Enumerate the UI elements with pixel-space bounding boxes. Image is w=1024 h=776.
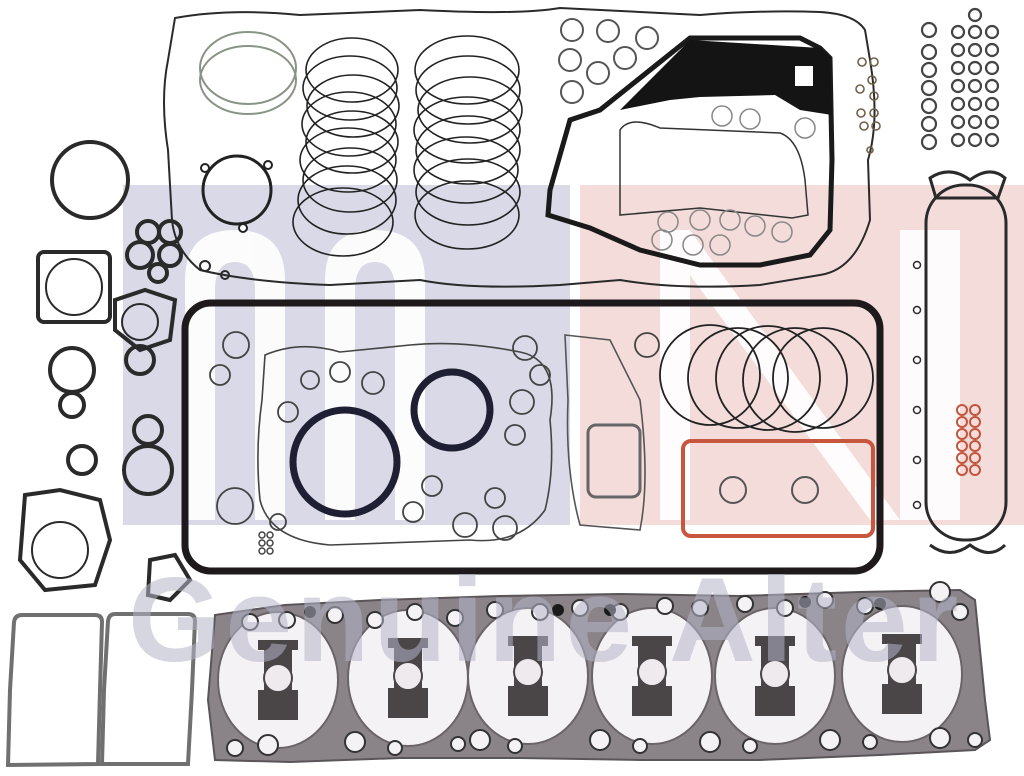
- tiny-ring-cluster: [258, 531, 274, 555]
- liner-o-rings: [659, 324, 874, 433]
- inspection-cover-gaskets: [5, 612, 198, 768]
- front-crank-seal: [410, 368, 494, 452]
- o-ring-column: [920, 21, 938, 151]
- watermark-text: Genuine Alter: [128, 553, 963, 687]
- piston-ring-stack-left: [292, 37, 400, 257]
- oil-pan-gasket: [181, 299, 884, 575]
- rear-crank-seal: [289, 406, 401, 518]
- red-rocker-gasket: [681, 439, 875, 538]
- o-ring-grid: [950, 7, 1000, 148]
- piston-ring-stack-right: [413, 35, 523, 250]
- flywheel-housing-gasket: [257, 342, 553, 546]
- small-o-rings-top: [558, 18, 659, 104]
- tiny-bronze-rings: [855, 57, 881, 154]
- left-small-gaskets: [17, 140, 193, 603]
- round-flange-gasket: [200, 154, 273, 233]
- watermark-logo-letters: [185, 230, 960, 520]
- timing-cover-gasket: [545, 35, 835, 268]
- cylinder-head-gasket: [206, 581, 992, 764]
- multi-hole-gasket: [125, 219, 230, 284]
- turbo-gasket: [586, 423, 642, 499]
- small-red-seals: [956, 404, 981, 476]
- oil-cooler-gasket: [912, 170, 1008, 554]
- assorted-o-rings: [209, 331, 660, 541]
- valve-cover-gasket: [163, 6, 876, 288]
